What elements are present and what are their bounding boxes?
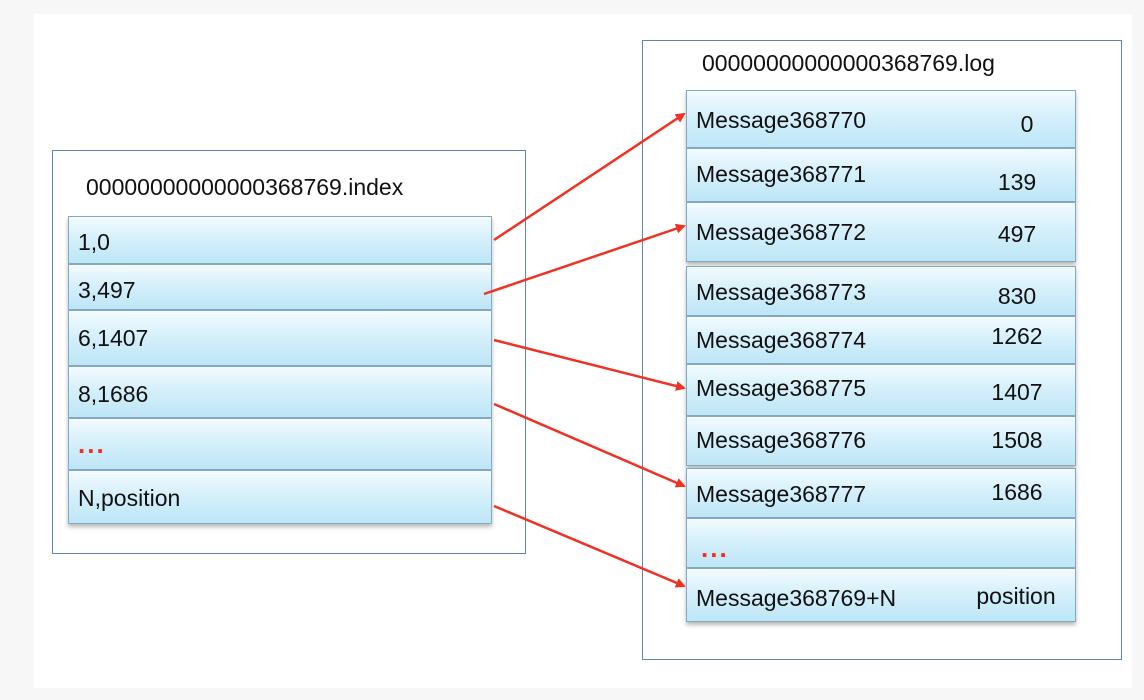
index-entry: ... — [68, 418, 492, 470]
log-entry: Message368776 1508 — [686, 416, 1076, 466]
log-entry-message: Message368772 — [696, 219, 867, 245]
log-entry-message: Message368774 — [696, 327, 867, 353]
log-entry: Message368777 1686 — [686, 468, 1076, 518]
index-entry-label: 6,1407 — [78, 325, 149, 351]
log-entry: Message368770 0 — [686, 90, 1076, 148]
log-ellipsis: ... — [701, 533, 729, 563]
index-entry: 8,1686 — [68, 366, 492, 418]
index-entry-label: 1,0 — [78, 229, 110, 255]
log-entry-message: Message368770 — [696, 107, 867, 133]
index-entry: N,position — [68, 470, 492, 524]
pointer-arrow — [483, 223, 686, 296]
log-entry-position: 1407 — [991, 379, 1043, 405]
log-entry-position: 1262 — [991, 323, 1043, 349]
index-file-title: 00000000000000368769.index — [86, 174, 404, 200]
log-entry-position: 830 — [997, 283, 1037, 309]
pointer-arrow — [493, 504, 686, 588]
index-ellipsis: ... — [78, 429, 106, 459]
log-file-title: 00000000000000368769.log — [702, 50, 995, 76]
log-entry-position: position — [976, 583, 1056, 609]
log-entry-message: Message368777 — [696, 481, 867, 507]
log-entry: Message368774 1262 — [686, 316, 1076, 364]
log-entry: Message368769+N position — [686, 568, 1076, 622]
index-entry-label: 3,497 — [78, 277, 136, 303]
log-entry: Message368773 830 — [686, 266, 1076, 316]
log-entry: Message368772 497 — [686, 202, 1076, 262]
log-entry-message: Message368769+N — [696, 585, 897, 611]
pointer-arrow — [493, 402, 686, 488]
log-entry: ... — [686, 518, 1076, 568]
pointer-arrow — [493, 112, 686, 242]
pointer-arrow — [493, 338, 686, 391]
index-entry-label: 8,1686 — [78, 381, 149, 407]
log-entry-position: 1686 — [991, 479, 1043, 505]
log-entry-position: 497 — [997, 221, 1037, 247]
log-entry-position: 1508 — [991, 427, 1043, 453]
index-entry: 6,1407 — [68, 310, 492, 366]
log-entry-message: Message368773 — [696, 279, 867, 305]
log-entry-position: 139 — [997, 169, 1037, 195]
log-entry: Message368775 1407 — [686, 364, 1076, 416]
index-entry: 1,0 — [68, 216, 492, 264]
log-entry-message: Message368776 — [696, 427, 867, 453]
log-entry-message: Message368771 — [696, 161, 867, 187]
log-entry-message: Message368775 — [696, 375, 867, 401]
log-entry-position: 0 — [1020, 111, 1034, 137]
index-entry: 3,497 — [68, 264, 492, 310]
index-entry-label: N,position — [78, 485, 181, 511]
log-entry: Message368771 139 — [686, 148, 1076, 202]
